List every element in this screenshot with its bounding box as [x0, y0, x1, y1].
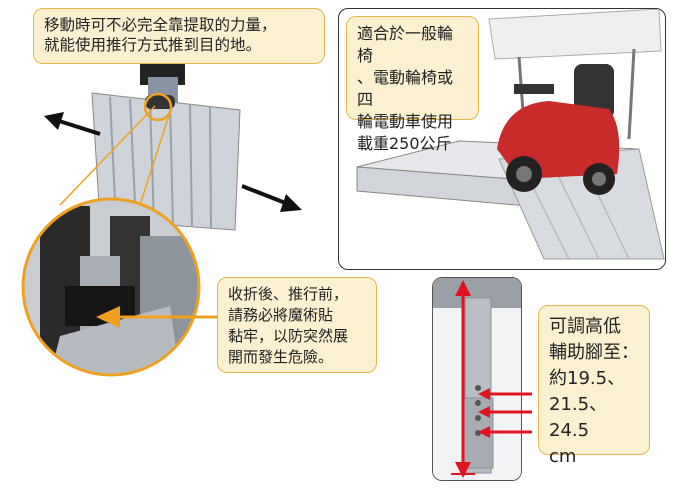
hole-pointer-arrows [474, 388, 534, 448]
push-left-arrow [42, 108, 102, 144]
push-right-arrow [240, 180, 306, 216]
height-tip-note: 可調高低 輔助腳至： 約19.5、 21.5、24.5 cm [538, 305, 650, 467]
zoom-connector [20, 100, 180, 210]
velcro-pointer-arrow [92, 302, 222, 332]
folded-ramp-illustration [30, 55, 320, 245]
scooter-photo-panel [338, 8, 666, 270]
support-leg-illustration [433, 278, 521, 480]
suitable-tip-note: 適合於一般輪椅 、電動輪椅或四 輪電動車使用 載重250公斤 [346, 16, 479, 153]
velcro-tip-note: 收折後、推行前， 請務必將魔術貼 黏牢，以防突然展 開而發生危險。 [217, 277, 377, 373]
move-tip-note: 移動時可不必完全靠提取的力量， 就能使用推行方式推到目的地。 [33, 8, 325, 64]
scooter-on-ramp-illustration [356, 9, 665, 260]
velcro-detail-circle [20, 196, 202, 378]
support-leg-photo-panel [432, 277, 522, 481]
